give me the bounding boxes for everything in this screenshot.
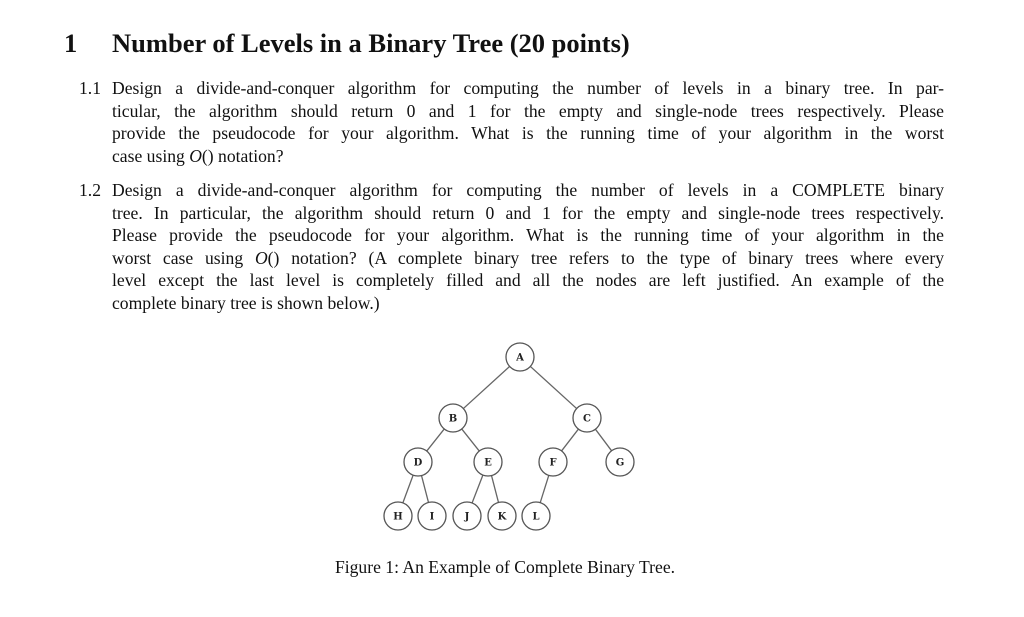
- node-circle: [605, 447, 635, 477]
- text-line: Design a divide-and-conquer algorithm fo…: [112, 78, 944, 98]
- node-circle: [521, 501, 551, 531]
- tree-node-h: H: [383, 501, 413, 531]
- node-label: L: [532, 512, 539, 523]
- tree-node-f: F: [538, 447, 568, 477]
- node-circle: [438, 403, 468, 433]
- tree-edge-d-i: [420, 475, 430, 503]
- text-line: Please provide the pseudocode for your a…: [112, 225, 944, 246]
- subsection-1-2: 1.2 Design a divide-and-conquer algorith…: [79, 179, 944, 315]
- binary-tree-diagram: A B C D E F G H I J K L: [383, 342, 635, 531]
- tree-edges: [402, 365, 613, 504]
- node-circle: [572, 403, 602, 433]
- tree-node-k: K: [487, 501, 517, 531]
- node-label: F: [549, 458, 556, 469]
- big-o-symbol: O: [254, 247, 268, 268]
- node-circle: [403, 447, 433, 477]
- text-line: Design a divide-and-conquer algorithm fo…: [112, 180, 944, 200]
- node-circle: [473, 447, 503, 477]
- text-line: level except the last level is completel…: [112, 270, 944, 291]
- tree-edge-b-d: [426, 428, 445, 452]
- node-label: I: [430, 512, 435, 523]
- tree-node-j: J: [452, 501, 482, 531]
- section-number: 1: [64, 28, 78, 58]
- big-o-symbol: O: [189, 145, 202, 166]
- tree-edge-f-l: [539, 475, 550, 503]
- node-label: H: [393, 512, 402, 523]
- text-line: ticular, the algorithm should return 0 a…: [112, 100, 944, 121]
- node-circle: [538, 447, 568, 477]
- text-line: tree. In particular, the algorithm shoul…: [112, 202, 944, 223]
- node-circle: [487, 501, 517, 531]
- tree-edge-e-k: [490, 475, 500, 503]
- binary-tree-figure: A B C D E F G H I J K L: [370, 330, 660, 540]
- node-label: C: [583, 414, 591, 425]
- tree-edge-e-j: [471, 474, 484, 504]
- tree-edge-d-h: [402, 474, 414, 504]
- tree-edge-b-e: [461, 428, 480, 452]
- section-heading: 1 Number of Levels in a Binary Tree (20 p…: [64, 26, 630, 60]
- node-label: K: [498, 512, 507, 523]
- subsection-1-1: 1.1 Design a divide-and-conquer algorith…: [79, 77, 944, 167]
- text-line: case using O() notation?: [112, 145, 284, 166]
- tree-node-d: D: [403, 447, 433, 477]
- subsection-body: Design a divide-and-conquer algorithm fo…: [112, 179, 944, 315]
- tree-node-b: B: [438, 403, 468, 433]
- tree-edge-c-g: [594, 428, 613, 452]
- node-label: J: [464, 512, 470, 523]
- tree-edge-c-f: [561, 428, 579, 452]
- tree-node-l: L: [521, 501, 551, 531]
- tree-node-g: G: [605, 447, 635, 477]
- figure-caption: Figure 1: An Example of Complete Binary …: [334, 557, 676, 577]
- node-label: G: [616, 458, 625, 469]
- tree-node-a: A: [505, 342, 535, 372]
- node-label: B: [449, 414, 457, 425]
- node-circle: [452, 501, 482, 531]
- subsection-body: Design a divide-and-conquer algorithm fo…: [112, 77, 944, 167]
- tree-node-e: E: [473, 447, 503, 477]
- section-title: Number of Levels in a Binary Tree (20 po…: [112, 28, 630, 58]
- node-label: A: [515, 353, 524, 364]
- node-label: D: [414, 458, 423, 469]
- tree-edge-a-b: [462, 365, 511, 410]
- tree-node-c: C: [572, 403, 602, 433]
- node-circle: [505, 342, 535, 372]
- tree-nodes: A B C D E F G H I J K L: [383, 342, 635, 531]
- text-line: complete binary tree is shown below.): [112, 292, 380, 313]
- tree-node-i: I: [417, 501, 447, 531]
- tree-edge-a-c: [529, 365, 578, 410]
- text-line: provide the pseudocode for your algorith…: [112, 123, 944, 144]
- subsection-number: 1.2: [79, 180, 101, 200]
- node-circle: [383, 501, 413, 531]
- node-label: E: [484, 458, 492, 469]
- node-circle: [417, 501, 447, 531]
- text-line: worst case using O() notation? (A comple…: [112, 247, 944, 268]
- subsection-number: 1.1: [79, 78, 101, 98]
